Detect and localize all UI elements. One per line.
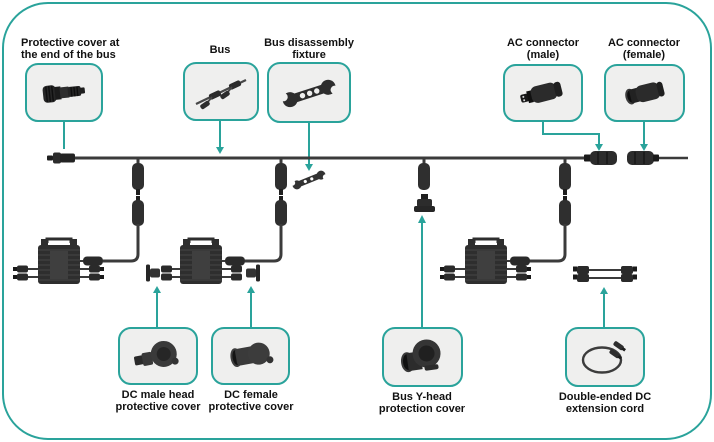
label-ac-male: AC connector (male) bbox=[506, 37, 580, 61]
bus-drop-connectors bbox=[103, 158, 571, 263]
part-box-fixture bbox=[267, 62, 351, 123]
microinverter-1 bbox=[13, 237, 104, 284]
part-box-bus bbox=[183, 62, 259, 121]
dc-female-protective-cover-icon bbox=[229, 342, 273, 368]
part-box-end-cover bbox=[25, 63, 103, 122]
label-fixture: Bus disassembly fixture bbox=[264, 37, 354, 61]
part-box-ac-male bbox=[503, 64, 583, 122]
dc-female-cover-on-inverter bbox=[246, 264, 260, 282]
wrench-on-bus bbox=[289, 170, 329, 190]
part-box-dc-female-cover bbox=[211, 327, 290, 385]
label-extension-cord: Double-ended DC extension cord bbox=[558, 391, 652, 415]
dc-extension-cords bbox=[573, 266, 637, 282]
bus-drop-2 bbox=[245, 158, 287, 263]
bus-end-protective-cover-icon bbox=[42, 84, 86, 103]
dc-male-cover-on-inverter bbox=[146, 264, 160, 282]
label-dc-male-cover: DC male head protective cover bbox=[115, 389, 201, 413]
dc-male-head-protective-cover-icon bbox=[133, 340, 179, 367]
part-box-y-head-cover bbox=[382, 327, 463, 387]
bus-drop-3 bbox=[529, 158, 571, 263]
microinverter-2 bbox=[146, 237, 260, 284]
bus-drop-1 bbox=[103, 158, 144, 263]
leader-ac-male bbox=[542, 122, 600, 145]
part-box-dc-male-cover bbox=[118, 327, 198, 385]
bus-cable-icon bbox=[195, 78, 247, 109]
bus-end-connector bbox=[47, 152, 75, 164]
ac-connector-male-icon bbox=[520, 81, 563, 104]
label-ac-female: AC connector (female) bbox=[607, 37, 681, 61]
label-bus: Bus bbox=[209, 44, 231, 56]
bus-tee-middle bbox=[414, 158, 435, 212]
bus-disassembly-fixture-icon bbox=[279, 79, 339, 107]
label-dc-female-cover: DC female protective cover bbox=[208, 389, 294, 413]
ac-connector-female-icon bbox=[624, 81, 665, 105]
part-box-extension-cord bbox=[565, 327, 645, 387]
label-y-head-cover: Bus Y-head protection cover bbox=[378, 391, 466, 415]
label-end-cover: Protective cover at the end of the bus bbox=[21, 37, 120, 61]
ac-female-connector-on-bus bbox=[627, 151, 688, 165]
ac-male-connector-on-bus bbox=[584, 151, 617, 165]
double-ended-dc-extension-cord-icon bbox=[581, 341, 627, 374]
y-head-cover-on-bus bbox=[414, 194, 435, 212]
microinverter-3 bbox=[440, 237, 531, 284]
part-box-ac-female bbox=[604, 64, 685, 122]
bus-y-head-protection-cover-icon bbox=[400, 339, 441, 373]
bus-line bbox=[47, 151, 688, 165]
